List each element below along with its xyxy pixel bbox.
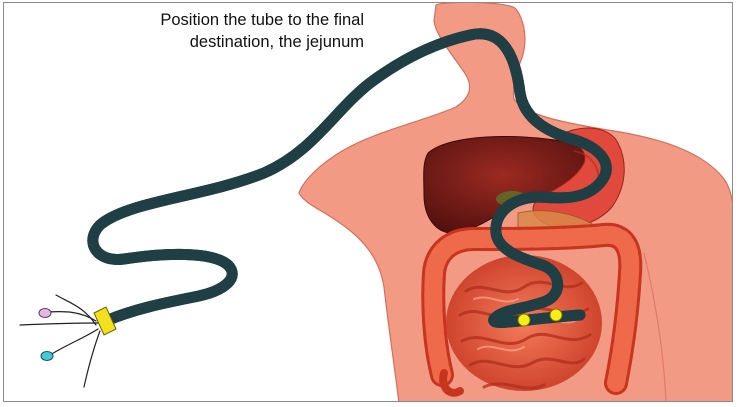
y-connector-icon	[94, 307, 116, 335]
balloon-marker-icon	[518, 314, 530, 326]
illustration-frame: Position the tube to the final destinati…	[3, 2, 733, 402]
anatomy-illustration	[4, 3, 733, 402]
cyan-port-icon	[41, 352, 53, 361]
pink-port-icon	[39, 309, 51, 318]
balloon-marker-icon	[550, 309, 562, 321]
instruction-caption: Position the tube to the final destinati…	[4, 9, 364, 53]
external-lines	[20, 295, 100, 387]
caption-line-2: destination, the jejunum	[4, 31, 364, 53]
caption-line-1: Position the tube to the final	[4, 9, 364, 31]
